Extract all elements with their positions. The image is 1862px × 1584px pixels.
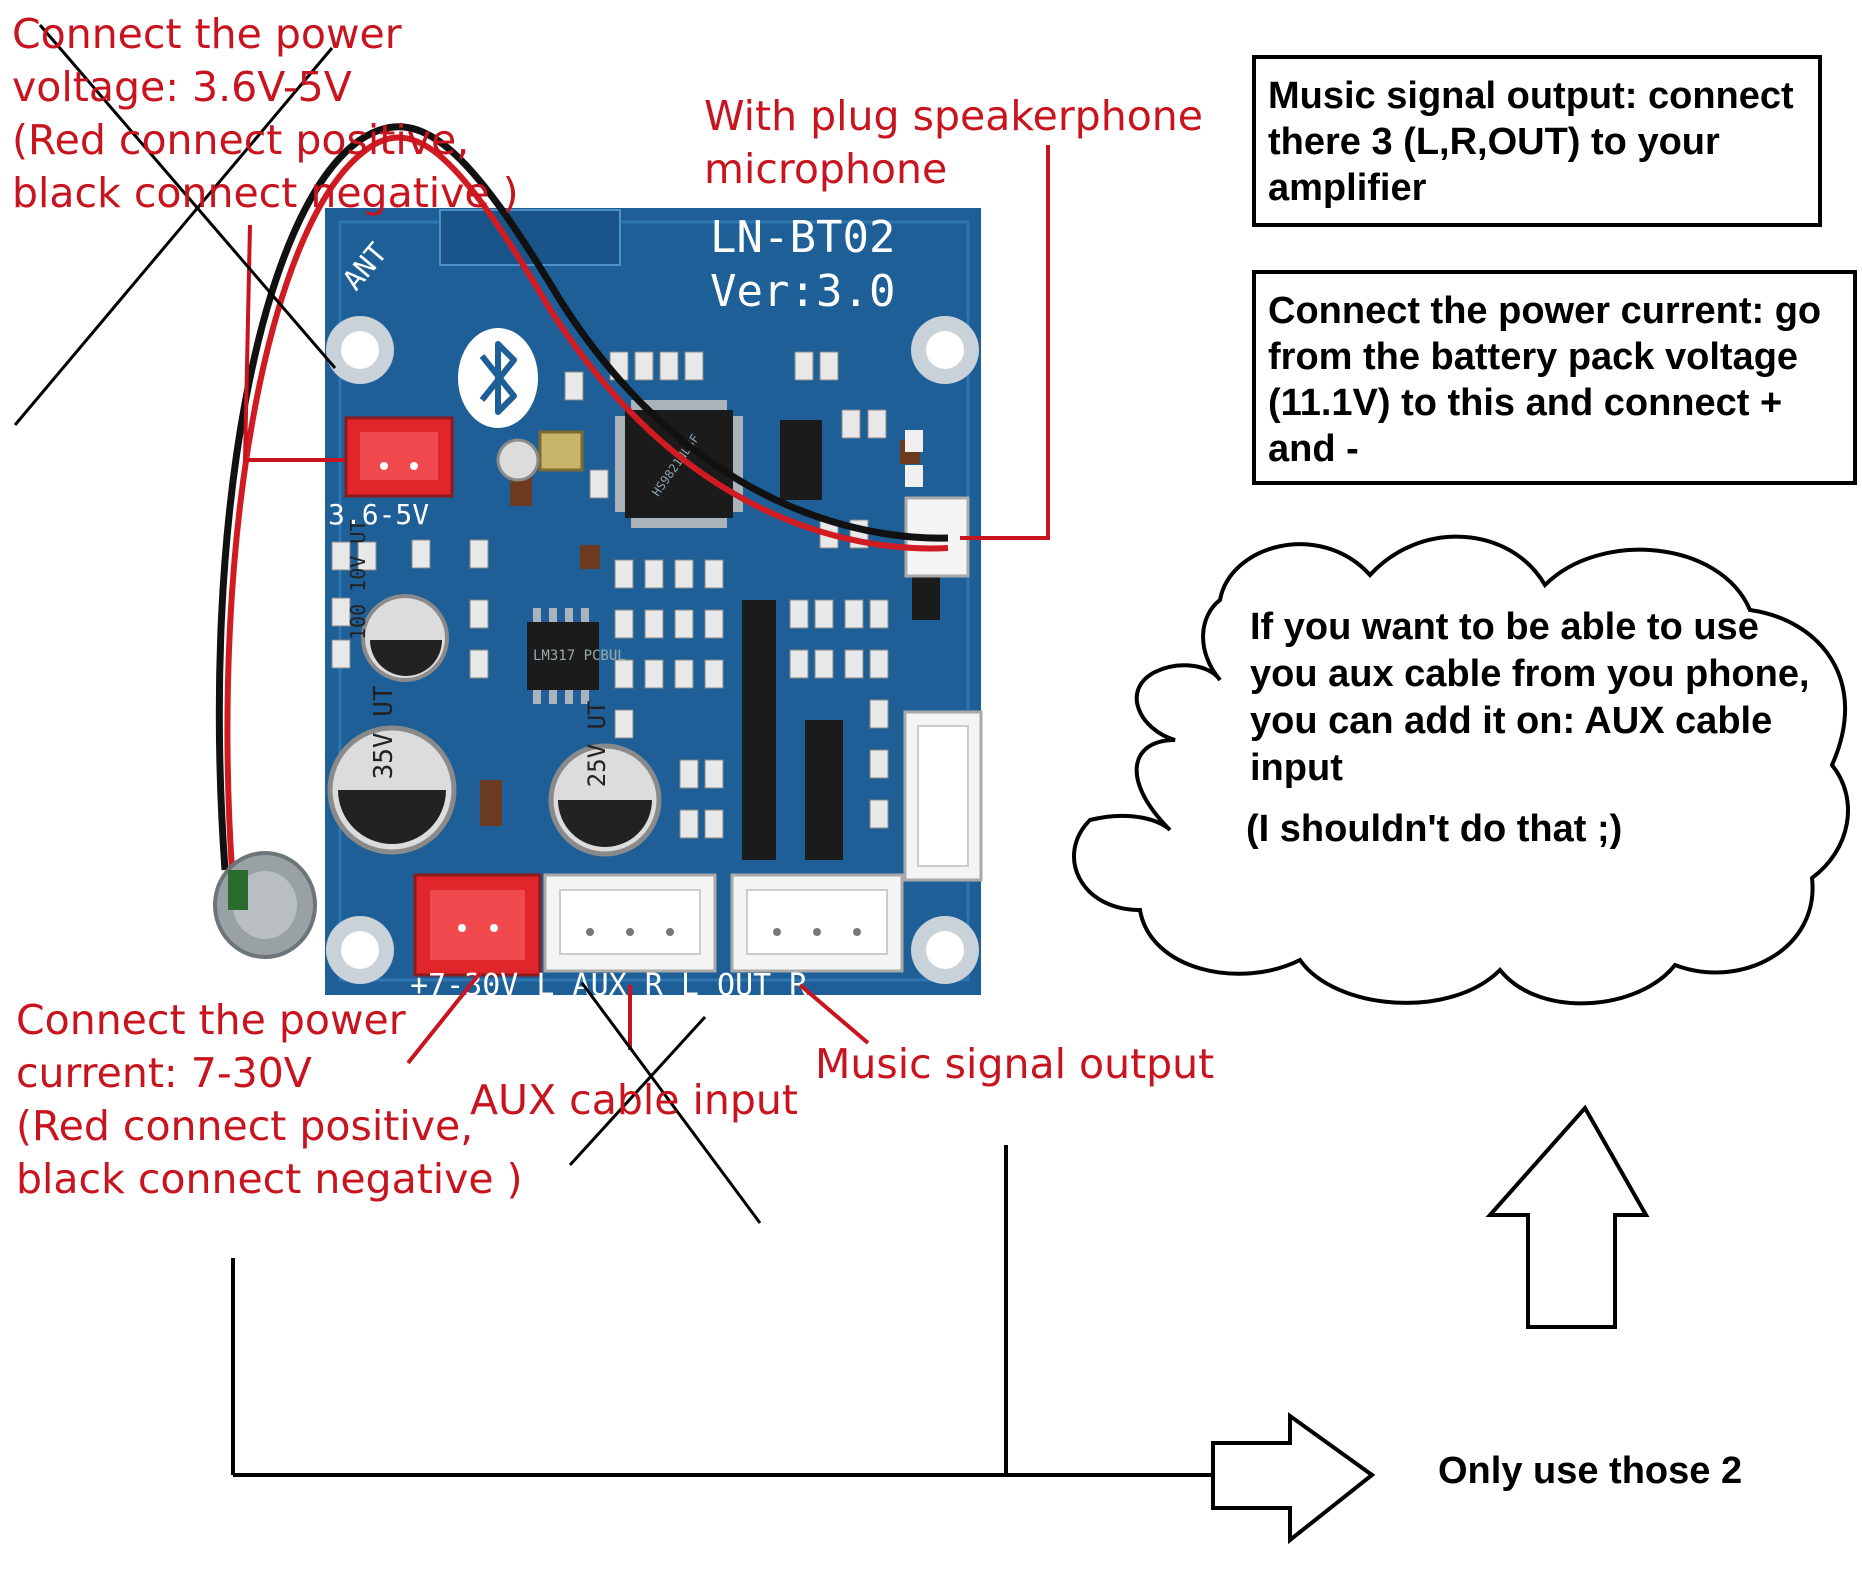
board-version-label: Ver:3.0 xyxy=(710,266,895,317)
ldo-chip xyxy=(527,608,599,704)
eeprom-chip xyxy=(780,420,822,500)
microphone-cable xyxy=(213,123,949,959)
connector-aux xyxy=(543,873,717,973)
note-box-power-current: Connect the power current: go from the b… xyxy=(1252,270,1857,485)
routing-lines xyxy=(231,1145,1213,1477)
bluetooth-board: LN-BT02 Ver:3.0 ANT 3.6-5V +7-30V L AUX … xyxy=(325,208,983,1003)
microphone-icon xyxy=(213,851,317,959)
thought-cloud xyxy=(1072,534,1850,1006)
note-box-music-output: Music signal output: connect there 3 (L,… xyxy=(1252,55,1822,227)
cloud-text: If you want to be able to use you aux ca… xyxy=(1250,606,1810,789)
annotation-music-output: Music signal output xyxy=(815,1040,1215,1088)
capacitor-mid xyxy=(548,743,662,857)
capacitor-large-label: 220 35V UT xyxy=(369,685,399,842)
annotation-power-current: Connect the power current: 7-30V (Red co… xyxy=(16,996,523,1203)
bluetooth-icon xyxy=(458,328,538,428)
connector-out xyxy=(730,873,904,973)
connector-power-3v6 xyxy=(344,416,454,498)
board-model-label: LN-BT02 xyxy=(710,212,895,263)
capacitor-large xyxy=(327,725,457,855)
ldo-label: LM317 PCBUL xyxy=(533,648,626,664)
only-use-label: Only use those 2 xyxy=(1438,1450,1743,1492)
annotation-aux-input: AUX cable input xyxy=(470,1076,798,1124)
cloud-aside: (I shouldn't do that ;) xyxy=(1246,808,1623,850)
arrow-right-icon xyxy=(1211,1412,1376,1545)
mounting-holes xyxy=(326,316,979,984)
board-power-in-label: 3.6-5V xyxy=(328,498,429,531)
cross-out-marks xyxy=(13,24,762,1224)
annotation-microphone: With plug speakerphone microphone xyxy=(704,92,1203,193)
capacitor-mid-label: 100 25V UT xyxy=(583,701,611,846)
capacitor-tiny xyxy=(496,438,540,482)
leader-lines xyxy=(242,145,1050,1065)
capacitor-small-label: 100 10V UT xyxy=(346,520,370,640)
smd-components xyxy=(331,351,889,839)
board-bottom-silkscreen: +7-30V L AUX R L OUT R xyxy=(410,968,808,1003)
connector-power-7-30v xyxy=(413,873,542,977)
annotation-power-voltage: Connect the power voltage: 3.6V-5V (Red … xyxy=(12,10,519,217)
arrow-up-icon xyxy=(1485,1104,1650,1329)
capacitor-small xyxy=(361,594,449,682)
connector-side xyxy=(903,710,983,882)
